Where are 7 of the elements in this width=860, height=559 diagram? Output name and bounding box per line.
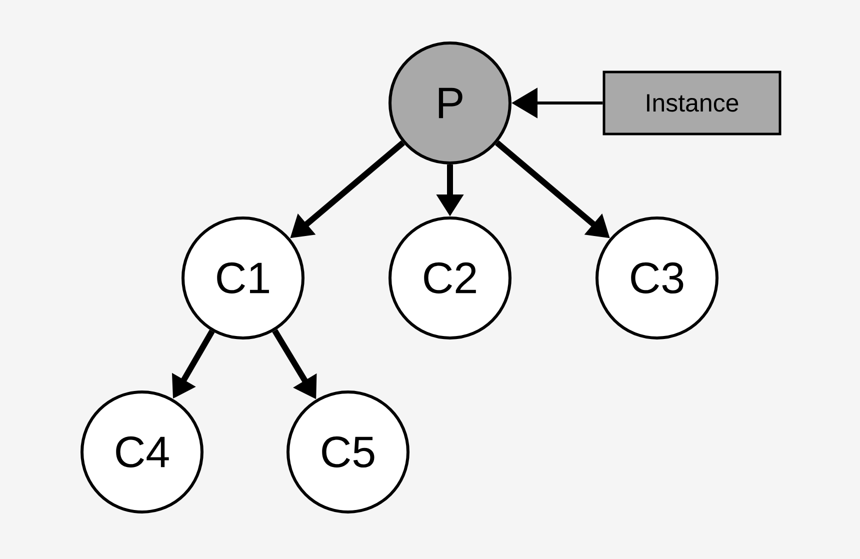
circle-node: C5 [286,390,410,514]
circle-node: C3 [596,216,718,340]
label-box: Instance [602,70,782,136]
circle-node: C1 [182,216,304,340]
circle-node: P [388,42,512,164]
circle-node: C4 [80,390,204,514]
circle-node: C2 [388,216,512,340]
